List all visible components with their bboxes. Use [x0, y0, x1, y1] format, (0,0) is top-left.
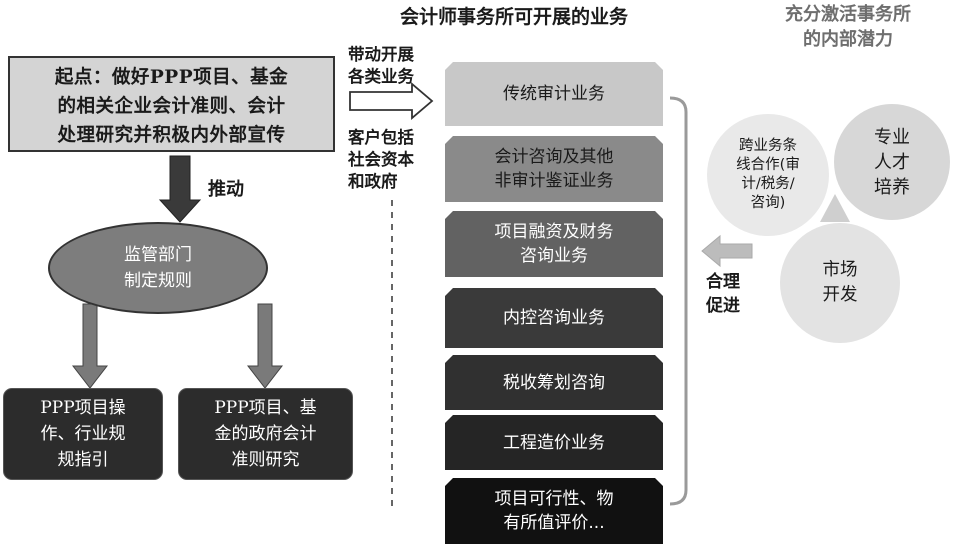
start-box-line-3: 处理研究并积极内外部宣传	[57, 125, 286, 146]
service-traditional-audit: 传统审计业务	[445, 62, 663, 126]
down-arrow-right	[246, 303, 284, 389]
client-label-line-1: 客户包括	[348, 128, 414, 147]
circle-line: 市场	[822, 260, 858, 280]
service-line: 税收筹划咨询	[503, 372, 605, 393]
client-label: 客户包括 社会资本 和政府	[348, 127, 414, 193]
service-engineering-cost: 工程造价业务	[445, 415, 663, 470]
service-line: 有所值评价...	[503, 513, 605, 533]
guideline-line-3: 规指引	[57, 450, 109, 470]
service-line: 内控咨询业务	[503, 308, 605, 328]
promote-arrow	[701, 234, 753, 268]
service-project-financing: 项目融资及财务 咨询业务	[445, 211, 663, 277]
circle-line: 开发	[822, 285, 858, 305]
regulator-line-1: 监管部门	[124, 245, 192, 265]
ppp-operation-guideline-box: PPP项目操 作、行业规 规指引	[3, 388, 163, 480]
service-internal-control: 内控咨询业务	[445, 288, 663, 348]
regulator-ellipse: 监管部门 制定规则	[48, 222, 268, 314]
circle-line: 计/税务/	[741, 176, 795, 192]
client-label-line-2: 社会资本	[348, 150, 414, 169]
circle-cross-line-cooperation: 跨业务条 线合作(审 计/税务/ 咨询)	[707, 114, 829, 236]
circle-talent-development: 专业 人才 培养	[834, 104, 950, 220]
potential-title-line-1: 充分激活事务所	[785, 4, 911, 25]
service-line: 传统审计业务	[503, 84, 605, 104]
drive-label-line-2: 各类业务	[348, 67, 414, 86]
promote-label-line-1: 合理	[706, 272, 740, 292]
start-box-line-2: 的相关企业会计准则、会计	[57, 96, 286, 117]
research-line-1: PPP项目、基	[214, 398, 317, 418]
push-arrow	[158, 155, 202, 223]
research-line-2: 金的政府会计	[214, 424, 317, 444]
down-arrow-left	[71, 303, 109, 389]
circle-line: 培养	[874, 176, 910, 198]
drive-label: 带动开展 各类业务	[348, 44, 414, 88]
circle-line: 咨询)	[750, 195, 786, 211]
promote-label: 合理 促进	[706, 270, 740, 318]
guideline-line-2: 作、行业规	[40, 424, 126, 444]
push-label: 推动	[208, 179, 244, 200]
regulator-line-2: 制定规则	[124, 271, 192, 291]
circle-line: 人才	[874, 151, 910, 173]
service-tax-planning: 税收筹划咨询	[445, 355, 663, 410]
client-label-line-3: 和政府	[348, 172, 398, 191]
circle-market-development: 市场 开发	[780, 223, 900, 343]
services-title: 会计师事务所可开展的业务	[400, 6, 629, 28]
service-accounting-consulting: 会计咨询及其他 非审计鉴证业务	[445, 136, 663, 202]
promote-label-line-2: 促进	[706, 296, 740, 316]
service-feasibility-vfm: 项目可行性、物 有所值评价...	[445, 478, 663, 544]
circle-line: 跨业务条	[739, 138, 797, 154]
government-accounting-research-box: PPP项目、基 金的政府会计 准则研究	[178, 388, 353, 480]
research-line-3: 准则研究	[231, 450, 300, 470]
potential-title-line-2: 的内部潜力	[803, 29, 893, 50]
service-line: 会计咨询及其他	[494, 147, 614, 167]
service-line: 项目可行性、物	[494, 489, 614, 509]
start-box: 起点：做好PPP项目、基金 的相关企业会计准则、会计 处理研究并积极内外部宣传	[8, 56, 335, 152]
service-line: 项目融资及财务	[494, 222, 614, 242]
start-box-line-1: 起点：做好PPP项目、基金	[54, 67, 289, 88]
potential-title: 充分激活事务所 的内部潜力	[748, 2, 948, 52]
drive-label-line-1: 带动开展	[348, 45, 414, 64]
circle-line: 专业	[874, 126, 910, 148]
service-bracket	[669, 96, 688, 506]
service-line: 咨询业务	[520, 246, 588, 266]
service-line: 工程造价业务	[503, 432, 605, 453]
service-line: 非审计鉴证业务	[494, 171, 614, 191]
circle-line: 线合作(审	[736, 157, 800, 173]
drive-arrow	[349, 82, 434, 120]
center-triangle-icon	[820, 194, 850, 222]
guideline-line-1: PPP项目操	[40, 398, 126, 418]
